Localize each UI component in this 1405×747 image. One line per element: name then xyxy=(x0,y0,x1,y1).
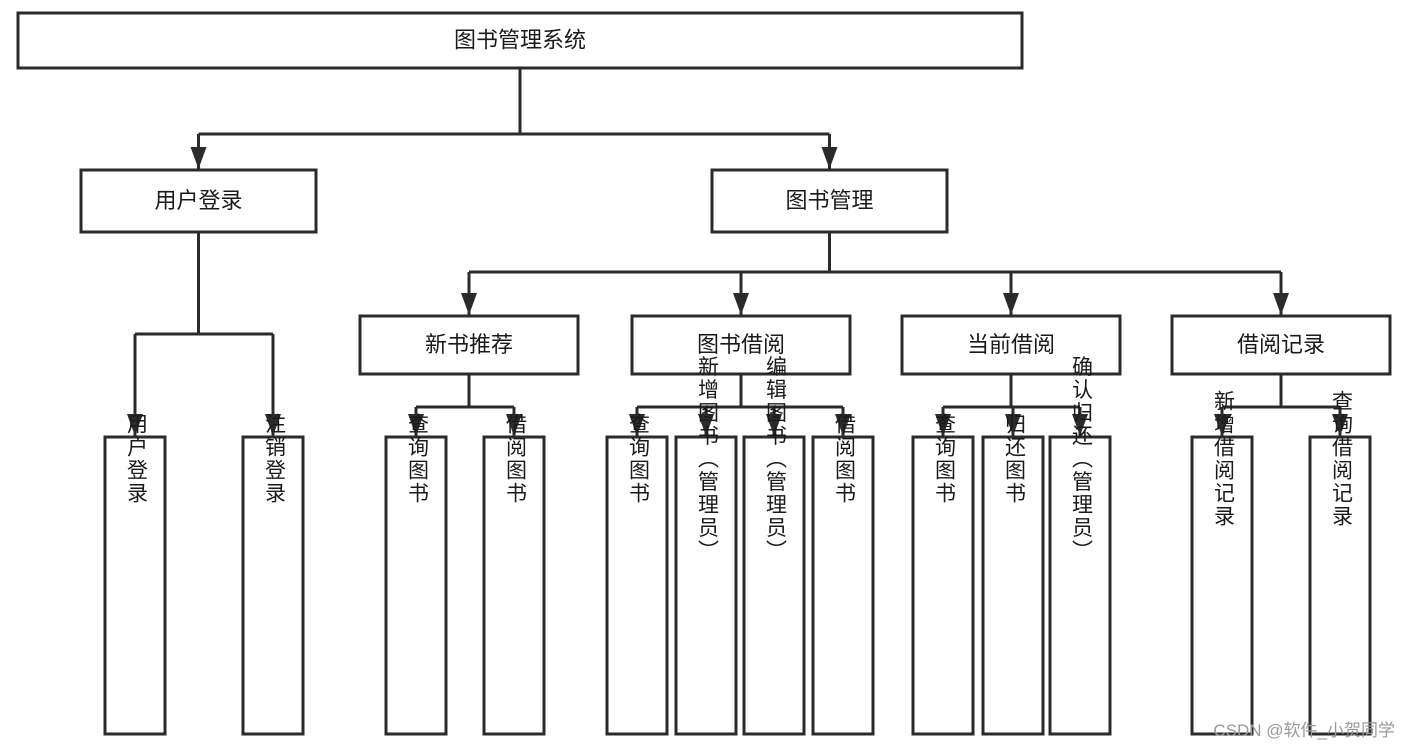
node-label-user-login: 用户登录 xyxy=(154,188,242,213)
node-leaf-query-book-1[interactable]: 查询图书 xyxy=(384,413,448,736)
node-root[interactable]: 图书管理系统 xyxy=(16,11,1024,70)
arrow-head-icon-leaf-return-book xyxy=(1005,414,1021,436)
node-box-leaf-query-book-3 xyxy=(911,435,975,736)
arrow-head-icon-user-login xyxy=(190,147,207,169)
arrow-head-icon-leaf-query-record xyxy=(1332,414,1348,436)
node-label-leaf-confirm-return: 确认归还（管理员） xyxy=(1069,356,1093,563)
node-leaf-add-book[interactable]: 新增图书（管理员） xyxy=(674,356,738,736)
arrow-head-icon-leaf-user-login xyxy=(127,414,143,436)
node-box-book-borrow xyxy=(630,314,852,376)
arrow-head-icon-leaf-borrow-book-2 xyxy=(835,414,851,436)
node-box-leaf-query-book-2 xyxy=(605,435,669,736)
arrow-head-icon-new-book-rec xyxy=(461,293,477,315)
node-label-borrow-record: 借阅记录 xyxy=(1237,332,1325,357)
node-box-book-manage xyxy=(710,168,949,234)
node-label-leaf-user-login: 用户登录 xyxy=(124,413,148,505)
node-box-leaf-edit-book xyxy=(742,435,806,736)
arrow-head-icon-leaf-add-book xyxy=(698,414,714,436)
node-box-leaf-user-login xyxy=(103,435,167,736)
node-leaf-edit-book[interactable]: 编辑图书（管理员） xyxy=(742,356,806,736)
node-leaf-borrow-book-2[interactable]: 借阅图书 xyxy=(811,413,875,736)
arrow-head-icon-leaf-borrow-book-1 xyxy=(506,414,522,436)
node-label-leaf-borrow-book-2: 借阅图书 xyxy=(832,413,856,505)
node-leaf-user-login[interactable]: 用户登录 xyxy=(103,413,167,736)
arrow-head-icon-leaf-query-book-3 xyxy=(935,414,951,436)
arrow-head-icon-borrow-record xyxy=(1273,293,1289,315)
arrow-head-icon-leaf-query-book-1 xyxy=(408,414,424,436)
node-box-leaf-logout xyxy=(241,435,305,736)
node-layer: 图书管理系统用户登录图书管理新书推荐图书借阅当前借阅借阅记录用户登录注销登录查询… xyxy=(16,11,1392,736)
node-leaf-logout[interactable]: 注销登录 xyxy=(241,413,305,736)
node-label-leaf-return-book: 归还图书 xyxy=(1002,413,1026,505)
node-box-new-book-rec xyxy=(358,314,580,376)
node-label-leaf-add-book: 新增图书（管理员） xyxy=(695,356,719,563)
node-leaf-query-book-2[interactable]: 查询图书 xyxy=(605,413,669,736)
node-label-root: 图书管理系统 xyxy=(454,27,586,52)
node-user-login[interactable]: 用户登录 xyxy=(79,168,318,234)
arrow-head-icon-leaf-logout xyxy=(265,414,281,436)
arrow-head-icon-leaf-confirm-return xyxy=(1072,414,1088,436)
node-box-leaf-confirm-return xyxy=(1048,435,1112,736)
node-label-leaf-edit-book: 编辑图书（管理员） xyxy=(763,356,787,563)
arrow-head-icon-current-borrow xyxy=(1003,293,1019,315)
node-label-leaf-query-book-1: 查询图书 xyxy=(405,413,429,505)
node-leaf-query-book-3[interactable]: 查询图书 xyxy=(911,413,975,736)
node-label-current-borrow: 当前借阅 xyxy=(967,332,1055,357)
node-label-leaf-query-book-2: 查询图书 xyxy=(626,413,650,505)
node-borrow-record[interactable]: 借阅记录 xyxy=(1170,314,1392,376)
node-book-manage[interactable]: 图书管理 xyxy=(710,168,949,234)
node-box-leaf-query-record xyxy=(1308,435,1372,736)
node-box-leaf-add-book xyxy=(674,435,738,736)
node-label-book-borrow: 图书借阅 xyxy=(697,332,785,357)
arrow-head-icon-leaf-query-book-2 xyxy=(629,414,645,436)
node-box-leaf-return-book xyxy=(981,435,1045,736)
node-label-leaf-query-record: 查询借阅记录 xyxy=(1329,390,1353,528)
node-label-leaf-add-record: 新增借阅记录 xyxy=(1211,390,1235,528)
node-box-root xyxy=(16,11,1024,70)
arrow-head-icon-leaf-add-record xyxy=(1214,414,1230,436)
node-label-new-book-rec: 新书推荐 xyxy=(425,332,513,357)
node-leaf-confirm-return[interactable]: 确认归还（管理员） xyxy=(1048,356,1112,736)
node-box-leaf-query-book-1 xyxy=(384,435,448,736)
node-label-book-manage: 图书管理 xyxy=(785,188,873,213)
node-box-leaf-borrow-book-2 xyxy=(811,435,875,736)
arrow-head-icon-leaf-edit-book xyxy=(766,414,782,436)
node-leaf-query-record[interactable]: 查询借阅记录 xyxy=(1308,390,1372,736)
connector-layer xyxy=(127,68,1348,436)
node-box-user-login xyxy=(79,168,318,234)
node-book-borrow[interactable]: 图书借阅 xyxy=(630,314,852,376)
node-label-leaf-logout: 注销登录 xyxy=(262,413,286,505)
node-box-leaf-add-record xyxy=(1190,435,1254,736)
node-current-borrow[interactable]: 当前借阅 xyxy=(900,314,1122,376)
node-box-leaf-borrow-book-1 xyxy=(482,435,546,736)
node-leaf-return-book[interactable]: 归还图书 xyxy=(981,413,1045,736)
node-label-leaf-query-book-3: 查询图书 xyxy=(932,413,956,505)
node-box-current-borrow xyxy=(900,314,1122,376)
node-leaf-borrow-book-1[interactable]: 借阅图书 xyxy=(482,413,546,736)
arrow-head-icon-book-manage xyxy=(821,147,838,169)
node-box-borrow-record xyxy=(1170,314,1392,376)
node-leaf-add-record[interactable]: 新增借阅记录 xyxy=(1190,390,1254,736)
arrow-head-icon-book-borrow xyxy=(733,293,749,315)
node-label-leaf-borrow-book-1: 借阅图书 xyxy=(503,413,527,505)
node-new-book-rec[interactable]: 新书推荐 xyxy=(358,314,580,376)
